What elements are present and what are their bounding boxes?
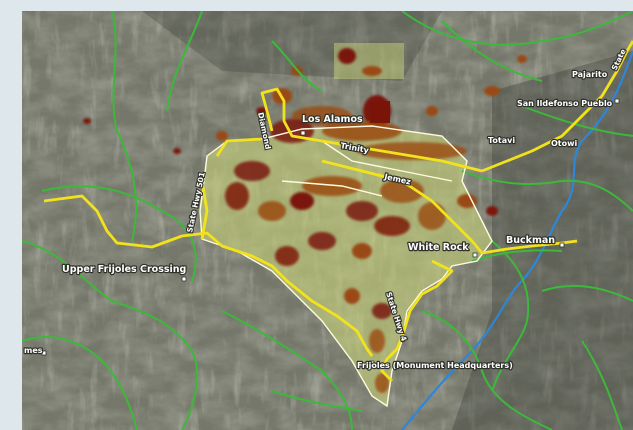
label-left-edge-partial: mes bbox=[24, 346, 43, 355]
terrain-dark-canyon bbox=[452, 51, 633, 430]
burn-block-los-alamos bbox=[370, 101, 390, 123]
label-upper-frijoles-crossing: Upper Frijoles Crossing bbox=[62, 264, 186, 275]
label-buckman: Buckman bbox=[506, 235, 555, 246]
label-totavi: Totavi bbox=[488, 136, 515, 145]
boundary-lines bbox=[199, 125, 493, 408]
town-markers bbox=[41, 98, 620, 366]
label-frijoles-hq: Frijoles (Monument Headquarters) bbox=[357, 361, 513, 370]
map-canvas[interactable]: Pajarito San Ildefonso Pueblo Los Alamos… bbox=[22, 11, 633, 430]
label-otowi: Otowi bbox=[551, 139, 578, 148]
label-white-rock: White Rock bbox=[408, 242, 469, 253]
map-view[interactable]: Pajarito San Ildefonso Pueblo Los Alamos… bbox=[22, 11, 633, 430]
label-san-ildefonso: San Ildefonso Pueblo bbox=[517, 99, 613, 108]
label-los-alamos: Los Alamos bbox=[302, 114, 363, 125]
label-pajarito: Pajarito bbox=[572, 70, 608, 79]
highways-layer bbox=[43, 40, 633, 382]
trails-layer bbox=[22, 11, 633, 430]
